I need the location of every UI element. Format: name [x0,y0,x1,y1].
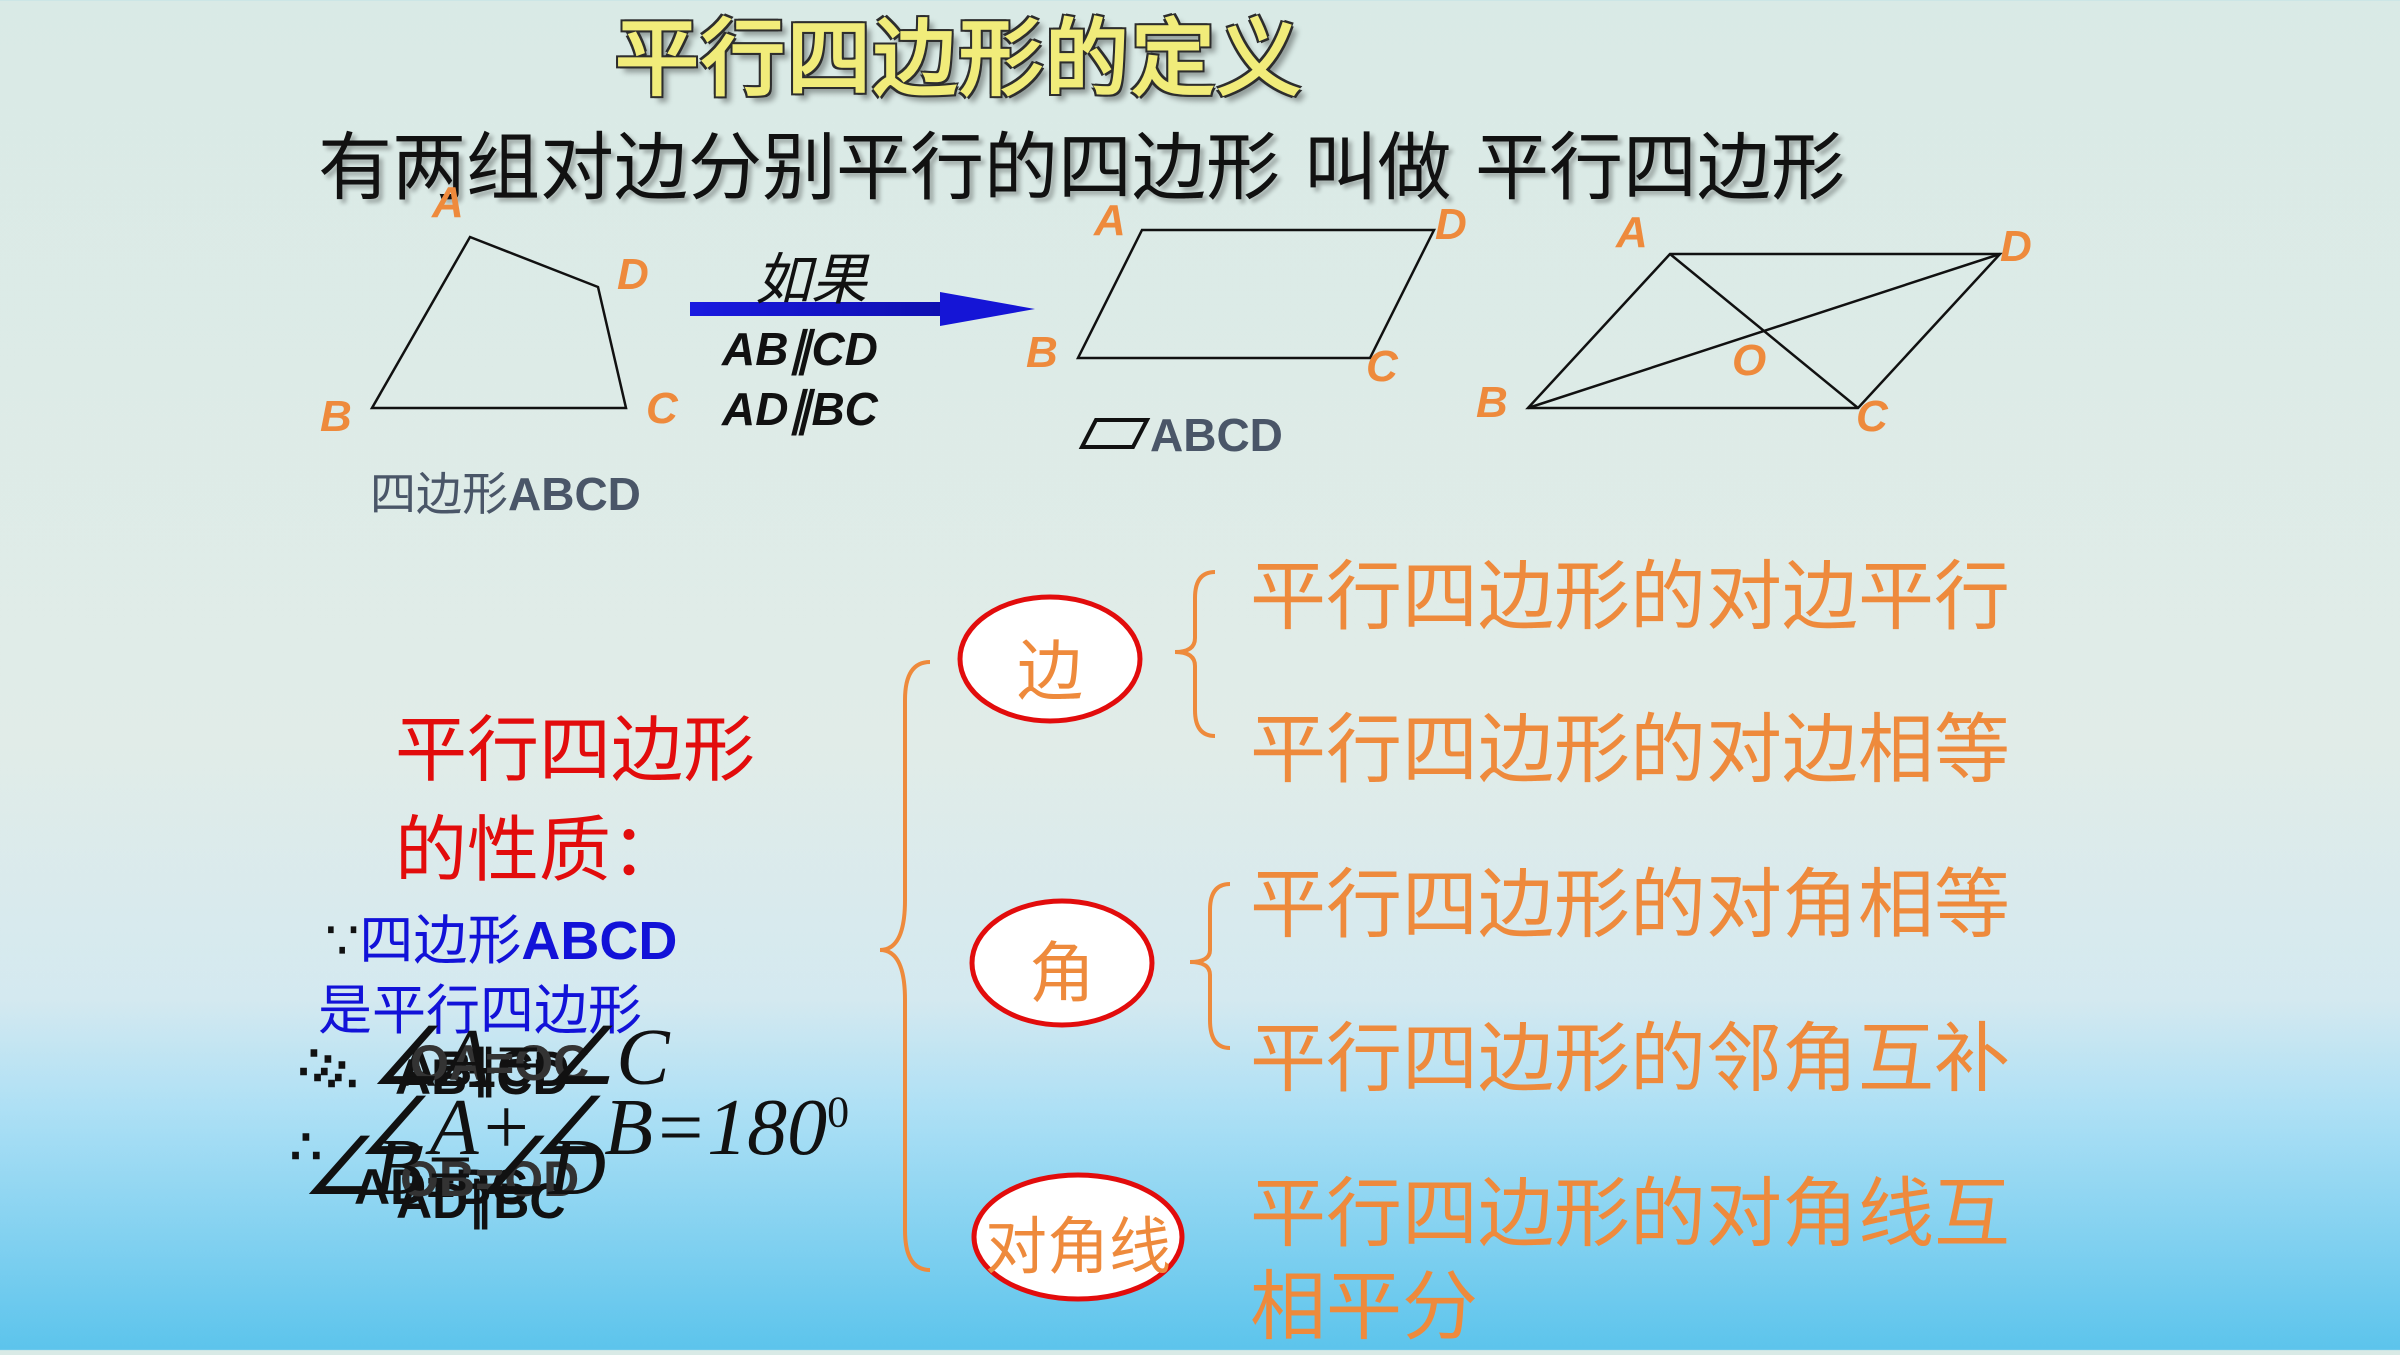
condition-ab-cd: AB∥CD [722,323,878,375]
therefore-symbol: ∴ [312,1041,344,1097]
therefore-symbol: ∴ [290,1119,322,1175]
arrow-icon [690,292,1035,326]
conclusion-ab-parallel-cd: AB∥CD [400,1041,570,1097]
conclusion-oa-equal-oc: OA=OC [410,1035,590,1091]
quadrilateral-shape [369,235,628,410]
fig1-label-c: C [646,384,678,433]
formula-angle-b-equal-d: ∠B=∠D [302,1124,607,1212]
side-circle [957,594,1143,724]
angle-circle [969,898,1155,1028]
fig2-label-c: C [1366,342,1398,391]
fig3-label-d: D [2000,222,2032,271]
parallelogram-shape [1075,228,1437,360]
angle-label: 角 [1029,935,1095,1012]
fig3-label-a: A [1616,208,1648,257]
angle-property-2: 平行四边形的邻角互补 [1250,1014,2010,1103]
angle-brace [1189,882,1231,1050]
given-line-1: ∵四边形ABCD [325,909,678,972]
angle-property-1: 平行四边形的对角相等 [1250,860,2010,949]
properties-heading: 平行四边形 的性质： [395,708,756,892]
side-brace [1174,570,1216,738]
diagonal-property-line-1: 平行四边形的对角线互 [1250,1169,2010,1258]
fig2-label-d: D [1435,200,1467,249]
parallelogram-symbol-icon [1078,418,1151,449]
given-line-2: 是平行四边形 [318,979,642,1042]
therefore-symbol: ∴ [326,1047,358,1103]
main-brace [879,660,931,1272]
parallelogram-diagonals-shape [1525,252,2003,410]
condition-ad-bc: AD∥BC [722,383,878,435]
fig3-label-o: O [1732,336,1767,385]
therefore-symbol: ∴ [298,1035,330,1091]
conclusion-ad-equal-bc: AD=BC [354,1159,528,1215]
conclusion-ob-equal-od: OB=OD [400,1151,580,1207]
formula-angle-sum: ∠A+∠B=1800 [358,1084,850,1172]
fig3-label-c: C [1856,392,1888,441]
side-property-1: 平行四边形的对边平行 [1250,552,2010,641]
diagonal-label: 对角线 [984,1210,1171,1283]
fig1-caption: 四边形ABCD [370,467,641,521]
fig1-label-b: B [320,392,352,441]
side-label: 边 [1017,633,1083,710]
conclusion-ab-equal-cd: AB=CD [395,1049,569,1105]
fig2-caption: ABCD [1150,409,1283,461]
side-property-2: 平行四边形的对边相等 [1250,705,2010,794]
fig2-label-a: A [1094,196,1126,245]
conclusion-ad-parallel-bc: AD∥BC [396,1173,566,1229]
diagonal-property-line-2: 相平分 [1250,1262,1478,1351]
fig3-label-b: B [1476,378,1508,427]
definition-text: 有两组对边分别平行的四边形 叫做 平行四边形 [318,125,1846,211]
fig1-label-a: A [432,178,464,227]
diagonal-circle [971,1172,1185,1302]
fig2-label-b: B [1026,328,1058,377]
page-title: 平行四边形的定义 [615,10,1304,108]
arrow-label: 如果 [755,248,867,313]
formula-angle-a-equal-c: ∠A=∠C [370,1014,670,1102]
fig1-label-d: D [617,250,649,299]
